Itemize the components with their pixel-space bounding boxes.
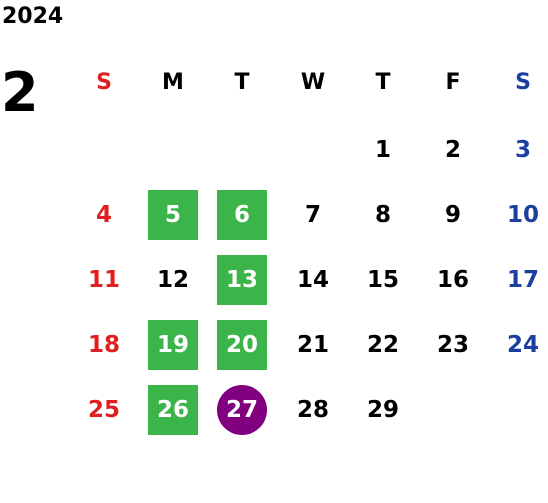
day-cell-8[interactable]: 8 [374, 202, 391, 228]
day-cell-24[interactable]: 24 [506, 332, 539, 358]
day-cell-22[interactable]: 22 [366, 332, 399, 358]
day-cell-11[interactable]: 11 [87, 267, 120, 293]
month-number: 2 [1, 61, 39, 124]
day-cell-9[interactable]: 9 [444, 202, 461, 228]
day-cell-14[interactable]: 14 [296, 267, 329, 293]
day-cell-13[interactable]: 13 [217, 255, 267, 305]
day-cell-6[interactable]: 6 [217, 190, 267, 240]
weekday-header-wednesday: W [300, 69, 326, 95]
day-cell-21[interactable]: 21 [296, 332, 329, 358]
year-label: 2024 [2, 4, 64, 29]
day-cell-16[interactable]: 16 [436, 267, 469, 293]
day-cell-18[interactable]: 18 [87, 332, 120, 358]
weekday-header-friday: F [445, 69, 461, 95]
day-cell-19[interactable]: 19 [148, 320, 198, 370]
day-cell-17[interactable]: 17 [506, 267, 539, 293]
weekday-header-monday: M [162, 69, 184, 95]
day-cell-28[interactable]: 28 [296, 397, 329, 423]
day-cell-2[interactable]: 2 [444, 137, 461, 163]
day-cell-29[interactable]: 29 [366, 397, 399, 423]
day-cell-20[interactable]: 20 [217, 320, 267, 370]
weekday-header-thursday: T [375, 69, 391, 95]
day-cell-26[interactable]: 26 [148, 385, 198, 435]
day-cell-10[interactable]: 10 [506, 202, 539, 228]
day-cell-23[interactable]: 23 [436, 332, 469, 358]
day-cell-5[interactable]: 5 [148, 190, 198, 240]
weekday-header-tuesday: T [234, 69, 250, 95]
day-cell-1[interactable]: 1 [374, 137, 391, 163]
day-cell-15[interactable]: 15 [366, 267, 399, 293]
weekday-header-saturday: S [515, 69, 531, 95]
day-cell-7[interactable]: 7 [304, 202, 321, 228]
day-cell-4[interactable]: 4 [95, 202, 112, 228]
day-cell-27[interactable]: 27 [217, 385, 267, 435]
day-cell-12[interactable]: 12 [156, 267, 189, 293]
day-cell-3[interactable]: 3 [514, 137, 531, 163]
weekday-header-sunday: S [96, 69, 112, 95]
day-cell-25[interactable]: 25 [87, 397, 120, 423]
